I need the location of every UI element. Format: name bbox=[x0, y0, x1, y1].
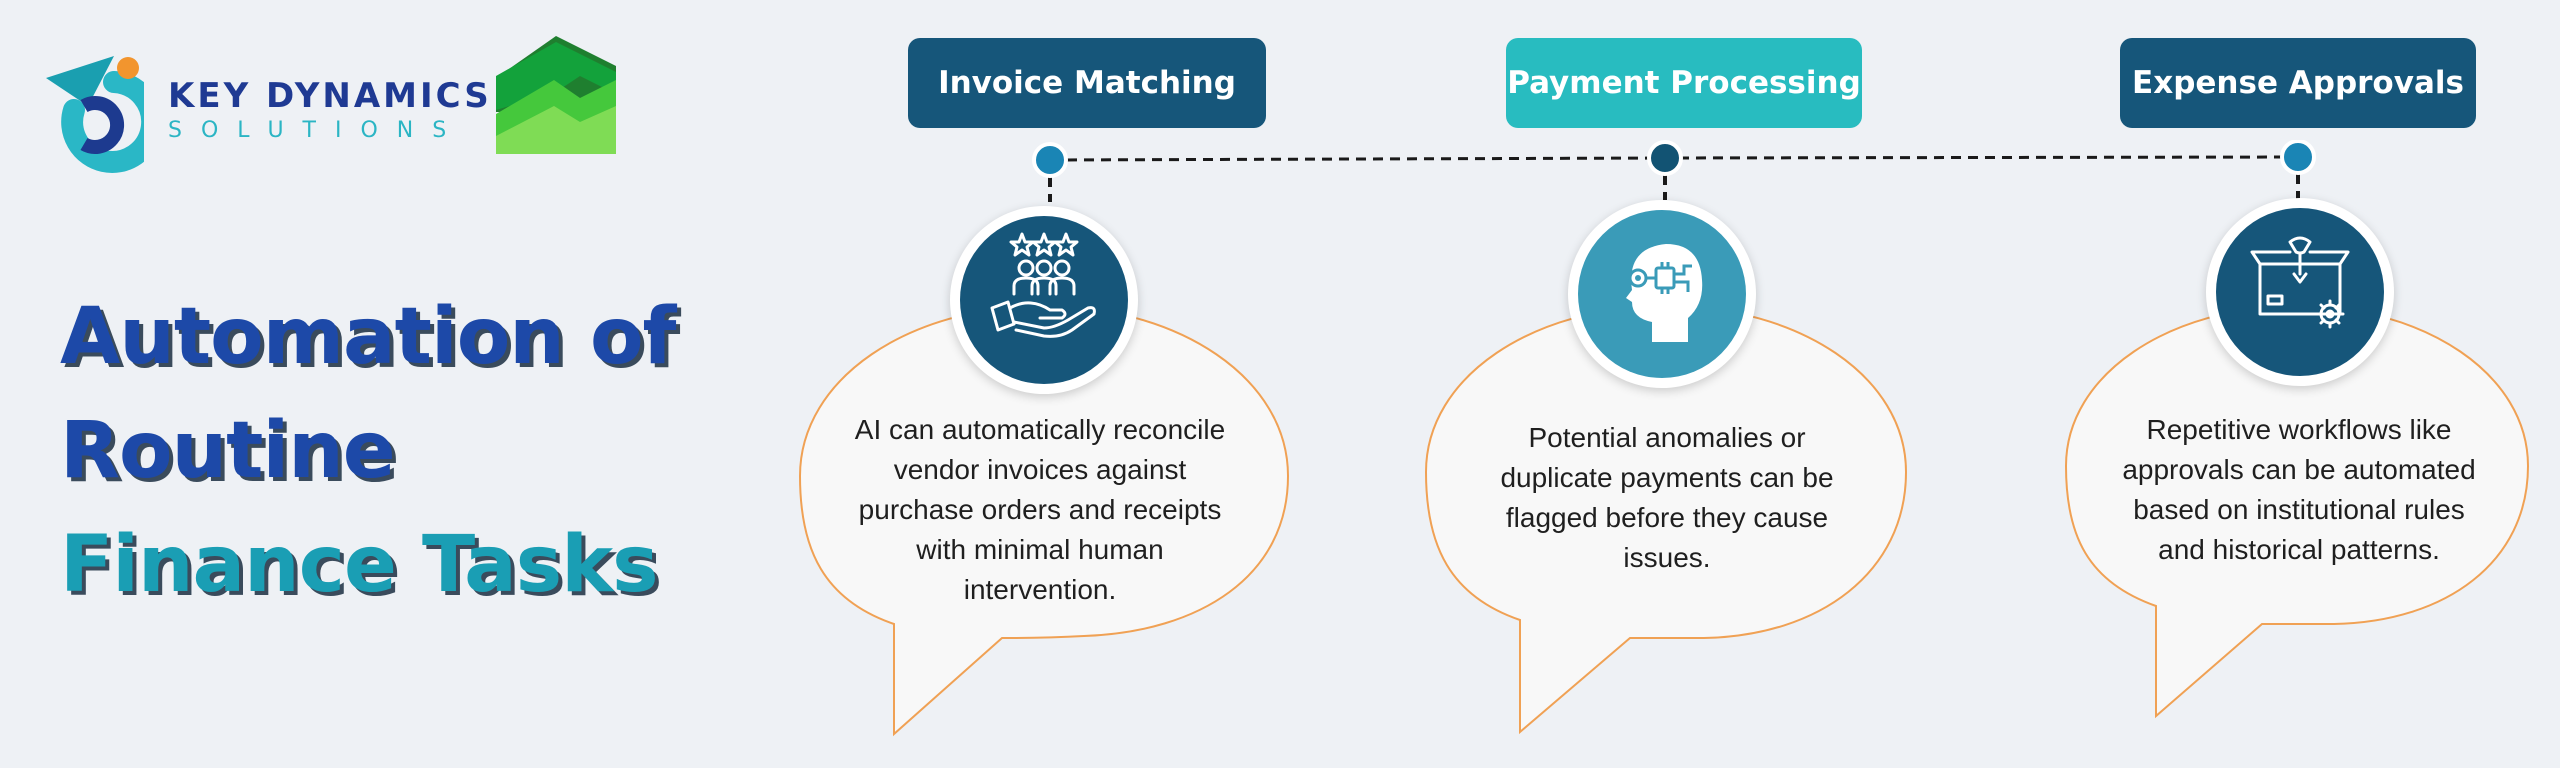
step-icon-circle bbox=[960, 216, 1128, 384]
step-label: Expense Approvals bbox=[2120, 38, 2476, 128]
timeline-node-1 bbox=[1032, 142, 1068, 178]
title-line-3: Finance Tasks bbox=[60, 520, 659, 610]
step-label: Payment Processing bbox=[1506, 38, 1862, 128]
timeline-node-3 bbox=[2280, 140, 2316, 175]
hand-rating-icon bbox=[990, 232, 1096, 338]
step-description: Potential anomalies or duplicate payment… bbox=[1500, 422, 1834, 573]
page-title: Automation of Routine Finance Tasks bbox=[60, 280, 676, 622]
title-line-2: Routine bbox=[60, 406, 396, 496]
timeline-node-2 bbox=[1647, 140, 1683, 176]
box-approval-icon bbox=[2250, 236, 2350, 329]
step-description: Repetitive workflows like approvals can … bbox=[2122, 414, 2476, 565]
step-icon-circle bbox=[2216, 208, 2384, 376]
brand-name: KEY DYNAMICS bbox=[168, 76, 492, 116]
brand-subtitle: SOLUTIONS bbox=[168, 118, 466, 143]
speech-bubble bbox=[2064, 304, 2530, 719]
speech-bubble bbox=[1424, 304, 1908, 735]
speech-bubble bbox=[798, 304, 1290, 737]
ai-head-icon bbox=[1626, 244, 1703, 342]
logo-mark-icon bbox=[46, 56, 144, 173]
step-description: AI can automatically reconcile vendor in… bbox=[854, 414, 1226, 605]
timeline-connector bbox=[1032, 140, 2316, 202]
title-line-1: Automation of bbox=[60, 292, 676, 382]
step-label: Invoice Matching bbox=[908, 38, 1266, 128]
house-logo-icon bbox=[496, 36, 616, 154]
